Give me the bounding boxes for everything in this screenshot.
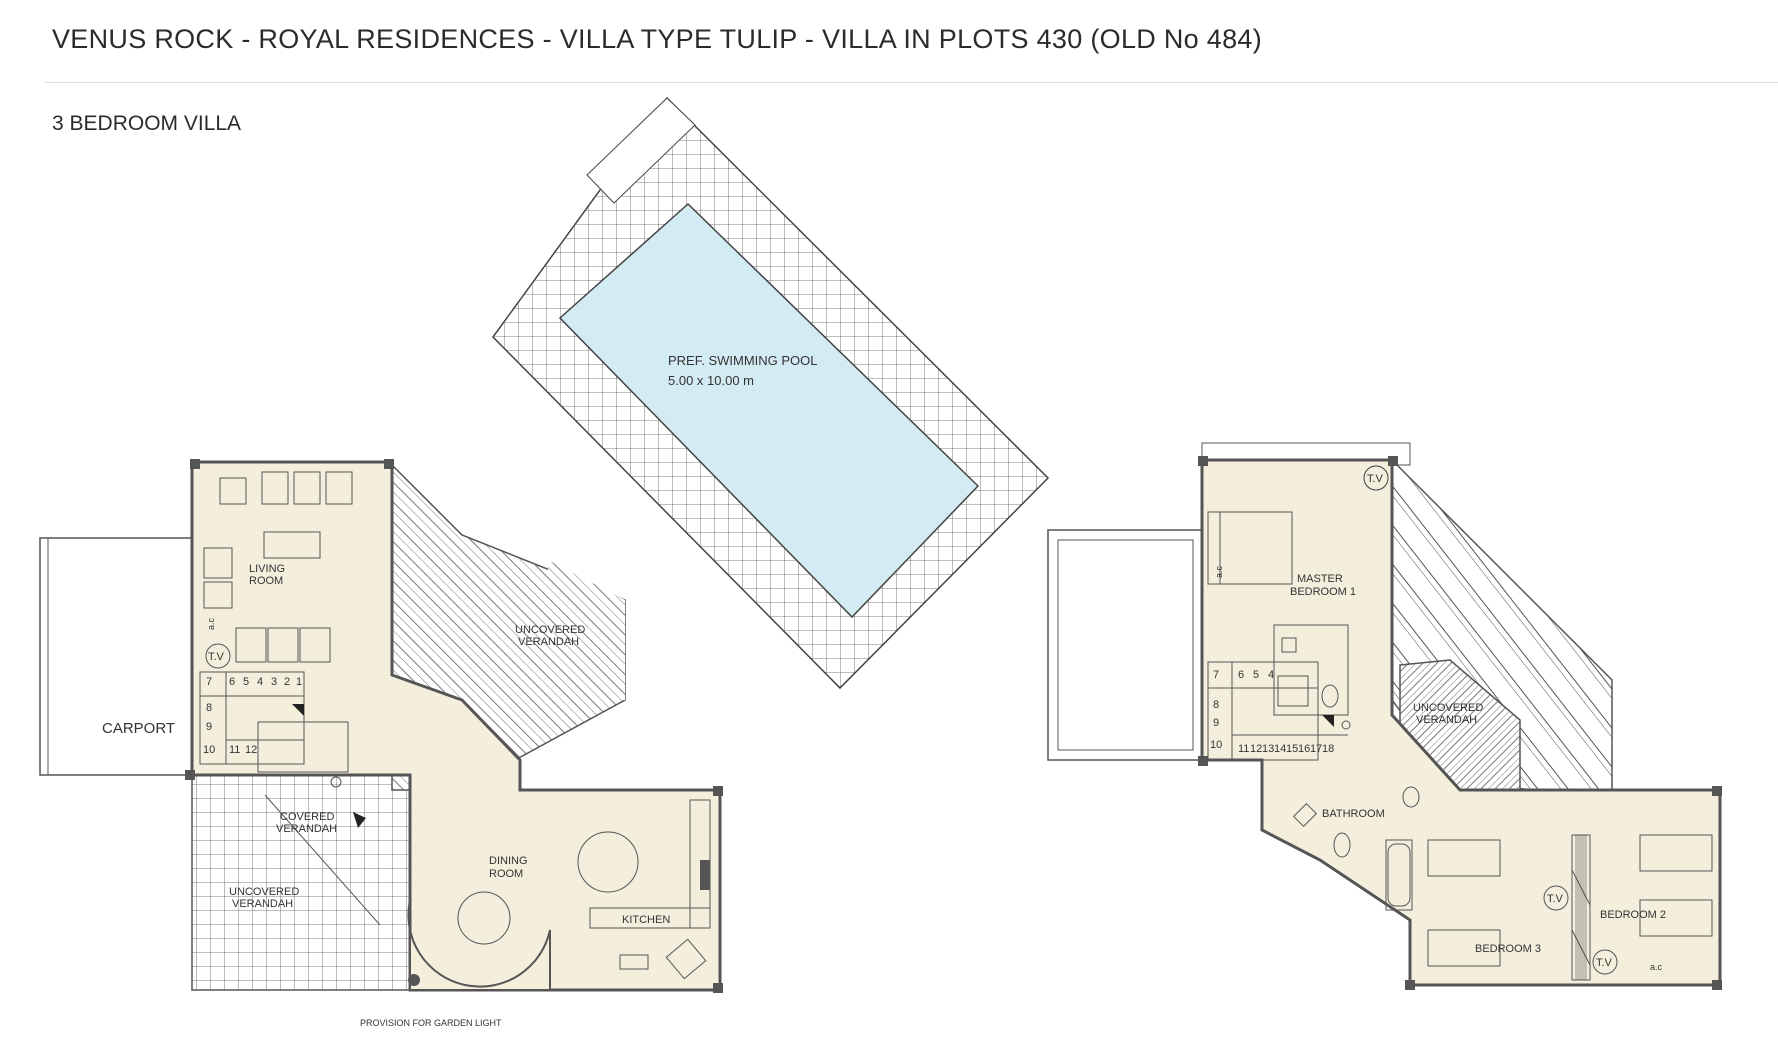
ff-stair-5: 5 (1253, 669, 1259, 681)
covered-verandah-2: VERANDAH (276, 823, 337, 835)
ff-stair-12: 12 (1250, 743, 1262, 755)
ff-stair-9: 9 (1213, 717, 1219, 729)
ff-stair-16: 16 (1298, 743, 1310, 755)
gf-stair-12: 12 (245, 744, 257, 756)
ff-uncovered-verandah-2: VERANDAH (1416, 714, 1477, 726)
ff-tv-bedroom2: T.V (1596, 957, 1613, 969)
gf-stair-1: 1 (296, 676, 302, 688)
page-title: VENUS ROCK - ROYAL RESIDENCES - VILLA TY… (52, 24, 1263, 54)
ff-stair-11: 11 (1238, 743, 1249, 755)
garden-light-note: PROVISION FOR GARDEN LIGHT (360, 1018, 502, 1028)
living-room-label-1: LIVING (249, 563, 285, 575)
covered-verandah-1: COVERED (280, 811, 334, 823)
pool-label: PREF. SWIMMING POOL (668, 353, 818, 368)
gf-stair-5: 5 (243, 676, 249, 688)
carport-area (39, 537, 193, 776)
gf-stair-3: 3 (271, 676, 277, 688)
gf-stair-4: 4 (257, 676, 263, 688)
dining-room-label-2: ROOM (489, 868, 523, 880)
uncovered-verandah-left-1: UNCOVERED (229, 886, 299, 898)
carport-label: CARPORT (102, 720, 175, 737)
title-divider (45, 82, 1778, 83)
ff-tv-bedroom3: T.V (1547, 893, 1564, 905)
ff-stair-17: 17 (1310, 743, 1322, 755)
ff-uncovered-verandah-1: UNCOVERED (1413, 702, 1483, 714)
first-floor-plan: MASTER BEDROOM 1 T.V a.c 7 6 5 4 8 9 10 … (1047, 442, 1722, 990)
gf-tv-label: T.V (208, 651, 225, 663)
ground-floor-plan: CARPORT (39, 459, 723, 1028)
gf-uncovered-verandah-2: VERANDAH (518, 636, 579, 648)
ff-stair-18: 18 (1322, 743, 1334, 755)
ff-stair-15: 15 (1286, 743, 1298, 755)
gf-ac-label: a.c (206, 617, 216, 630)
ff-stair-6: 6 (1238, 669, 1244, 681)
bathroom-label: BATHROOM (1322, 808, 1385, 820)
gf-stair-6: 6 (229, 676, 235, 688)
living-room-label-2: ROOM (249, 575, 283, 587)
ff-tv-master: T.V (1367, 473, 1384, 485)
ff-stair-14: 14 (1274, 743, 1286, 755)
ff-stair-10: 10 (1210, 739, 1222, 751)
gf-stair-2: 2 (284, 676, 290, 688)
ff-stair-13: 13 (1262, 743, 1274, 755)
gf-stair-8: 8 (206, 702, 212, 714)
ff-ac-bedroom2: a.c (1650, 962, 1663, 972)
gf-stair-10: 10 (203, 744, 215, 756)
kitchen-label: KITCHEN (622, 914, 670, 926)
master-bedroom-label-1: MASTER (1297, 573, 1343, 585)
ff-ac-master: a.c (1214, 565, 1224, 578)
ff-stair-7: 7 (1213, 669, 1219, 681)
bedroom3-label: BEDROOM 3 (1475, 943, 1541, 955)
uncovered-verandah-left-2: VERANDAH (232, 898, 293, 910)
ff-stair-8: 8 (1213, 699, 1219, 711)
gf-stair-11: 11 (229, 744, 240, 756)
pool-size: 5.00 x 10.00 m (668, 373, 754, 388)
gf-stair-7: 7 (206, 676, 212, 688)
dining-room-label-1: DINING (489, 855, 528, 867)
gf-stair-9: 9 (206, 721, 212, 733)
villa-subtitle: 3 BEDROOM VILLA (52, 112, 242, 135)
swimming-pool: PREF. SWIMMING POOL 5.00 x 10.00 m (492, 96, 1050, 690)
bedroom2-label: BEDROOM 2 (1600, 909, 1666, 921)
gf-uncovered-verandah-1: UNCOVERED (515, 624, 585, 636)
master-bedroom-label-2: BEDROOM 1 (1290, 586, 1356, 598)
ff-stair-4: 4 (1268, 669, 1274, 681)
